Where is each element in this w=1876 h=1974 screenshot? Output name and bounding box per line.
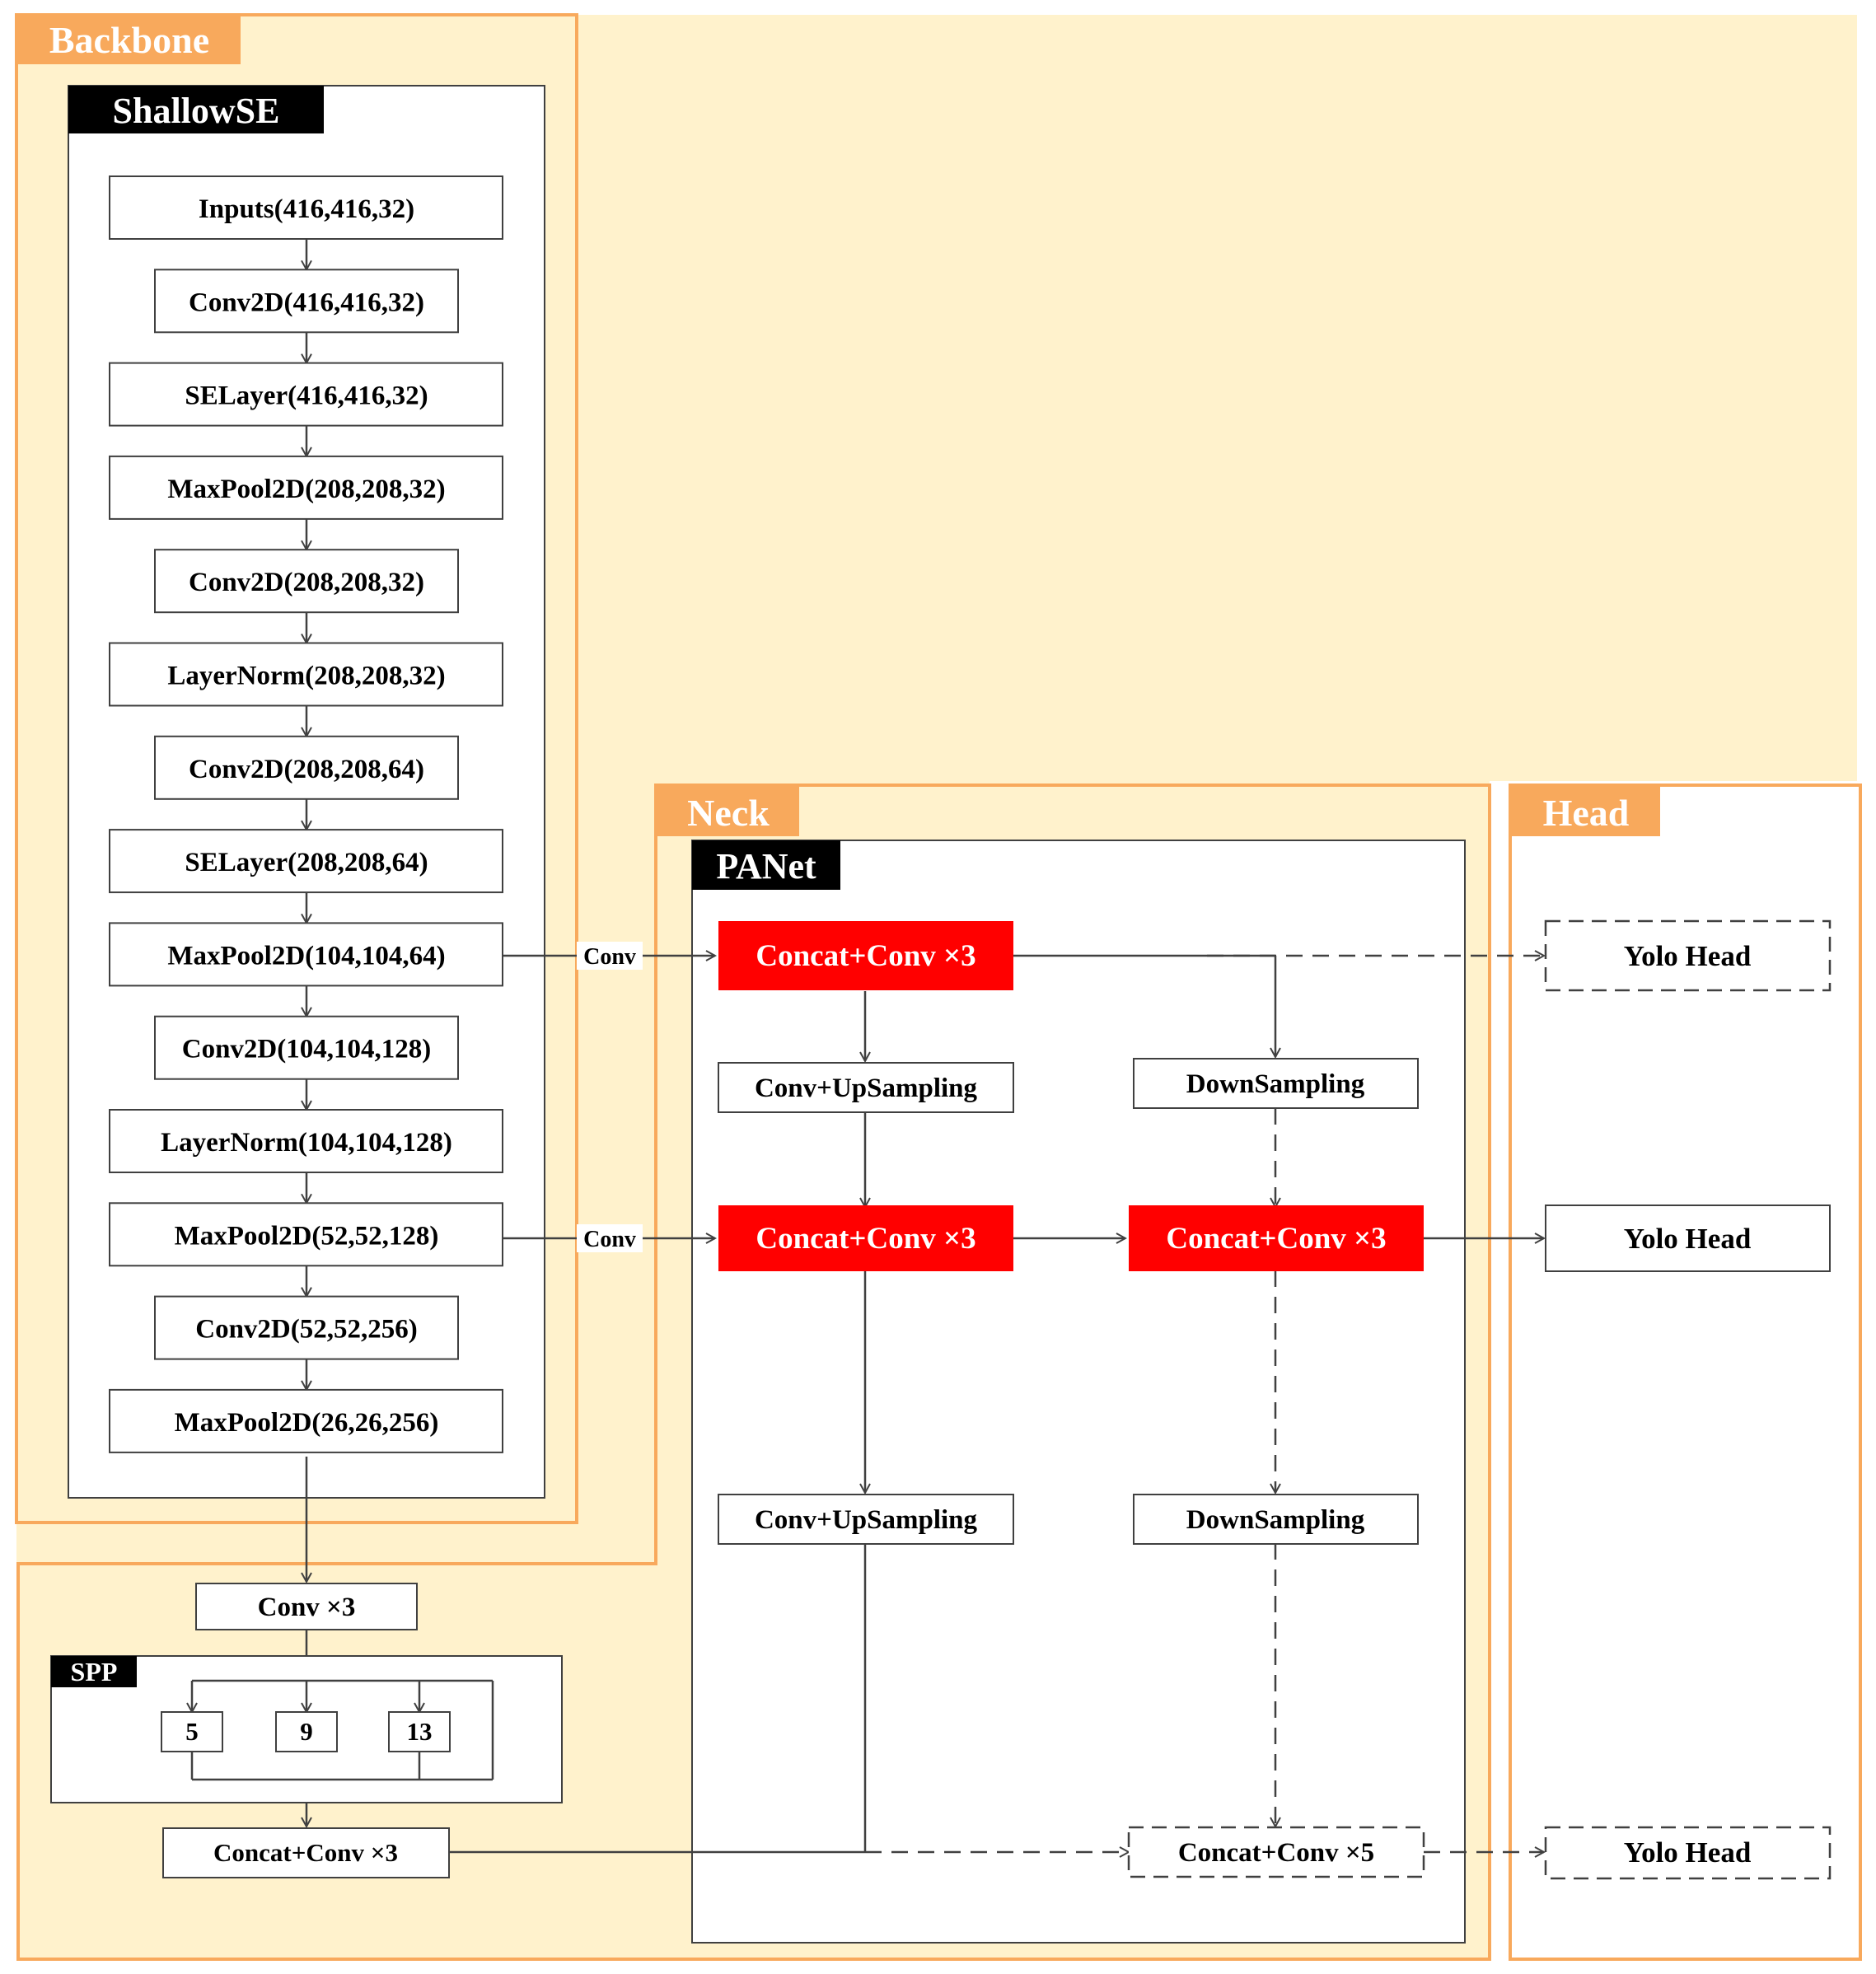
shallowse-layer-label: MaxPool2D(26,26,256) [175,1408,439,1438]
shallowse-layer: Conv2D(52,52,256) [154,1295,459,1360]
shallowse-layer: Conv2D(208,208,64) [154,735,459,800]
shallowse-layer-label: Conv2D(208,208,64) [189,755,424,784]
head-tag: Head [1512,787,1660,836]
concat-conv3-node: Concat+Conv ×3 [162,1827,450,1878]
panet-concat-top: Concat+Conv ×3 [718,921,1013,990]
lower-backbone-border [16,784,1491,1961]
panet-downsample-2-label: DownSampling [1186,1505,1365,1535]
shallowse-layer: Conv2D(104,104,128) [154,1015,459,1080]
neck-label: Neck [687,792,770,834]
panet-concat-bottom: Concat+Conv ×5 [1127,1826,1425,1878]
conv-label-mid: Conv [583,1227,636,1252]
yolo-head-2: Yolo Head [1545,1205,1831,1272]
panet-title: PANet [716,846,816,886]
shallowse-layer-label: LayerNorm(104,104,128) [161,1128,452,1158]
panet-downsample-1: DownSampling [1133,1058,1419,1109]
shallowse-layer-label: MaxPool2D(104,104,64) [167,941,445,971]
conv3-label: Conv ×3 [258,1593,356,1622]
spp-kernel-9: 9 [275,1711,338,1752]
spp-block: SPP 5 9 13 [50,1655,563,1803]
panet-upsample-1: Conv+UpSampling [718,1062,1014,1113]
panet-upsample-2-label: Conv+UpSampling [755,1505,978,1535]
shallowse-layer-label: Conv2D(208,208,32) [189,568,424,597]
panet-upsample-2: Conv+UpSampling [718,1494,1014,1545]
shallowse-layer-box [154,735,459,800]
neck-tag: Neck [657,787,799,836]
spp-kernel-5: 5 [161,1711,223,1752]
conv-label-mid-group: Conv [577,1224,643,1252]
panet-concat-top-label: Concat+Conv ×3 [756,939,975,973]
spp-title: SPP [71,1657,118,1686]
shallowse-layer-box [109,922,503,987]
shallowse-layer: Inputs(416,416,32) [109,175,503,240]
shallowse-layer-label: SELayer(416,416,32) [185,381,428,411]
shallowse-layer-box [109,455,503,520]
panet-panel: PANet [691,840,1466,1944]
shallowse-layer-box [109,642,503,707]
shallowse-layer: MaxPool2D(26,26,256) [109,1388,503,1453]
shallowse-layer-box [109,829,503,894]
connectors [306,956,1544,1854]
head-label: Head [1543,792,1630,834]
shallowse-title: ShallowSE [113,91,280,131]
shallowse-layer-box [154,269,459,334]
panet-downsample-1-label: DownSampling [1186,1069,1365,1099]
yolo-head-1-label: Yolo Head [1624,940,1752,972]
shallowse-layer-label: MaxPool2D(208,208,32) [167,475,445,504]
panet-concat-mid-right-label: Concat+Conv ×3 [1166,1222,1386,1256]
conv3-node: Conv ×3 [195,1583,418,1630]
dashed-connectors [865,956,1544,1852]
backbone-tag: Backbone [18,16,241,64]
shallowse-layer: MaxPool2D(104,104,64) [109,922,503,987]
shallowse-layer: LayerNorm(208,208,32) [109,642,503,707]
panet-concat-mid-left: Concat+Conv ×3 [718,1205,1013,1271]
spp-kernel-9-label: 9 [300,1717,313,1746]
shallowse-layer: MaxPool2D(52,52,128) [109,1202,503,1267]
panet-concat-mid-right: Concat+Conv ×3 [1129,1205,1424,1271]
yolo-head-2-label: Yolo Head [1624,1223,1752,1255]
conv-label-top: Conv [583,944,636,970]
yolo-head-3-label: Yolo Head [1624,1836,1752,1869]
shallowse-layer-label: SELayer(208,208,64) [185,848,428,877]
shallowse-layer: SELayer(416,416,32) [109,362,503,427]
shallowse-layers: Inputs(416,416,32) Conv2D(416,416,32) SELa… [109,175,503,1453]
backbone-label: Backbone [49,19,209,61]
shallowse-layer-label: LayerNorm(208,208,32) [167,662,445,691]
shallowse-layer: LayerNorm(104,104,128) [109,1109,503,1173]
panet-upsample-1-label: Conv+UpSampling [755,1074,978,1103]
shallowse-layer-label: Inputs(416,416,32) [199,194,414,224]
shallowse-layer-box [154,1015,459,1080]
concat-conv3-label: Concat+Conv ×3 [213,1838,398,1867]
head-border [1509,784,1862,1961]
shallowse-layer: Conv2D(416,416,32) [154,269,459,334]
shallowse-layer-label: Conv2D(52,52,256) [195,1315,418,1345]
shallowse-layer-box [109,175,503,240]
shallowse-layer: Conv2D(208,208,32) [154,549,459,614]
panet-concat-mid-left-label: Concat+Conv ×3 [756,1222,975,1256]
shallowse-layer: MaxPool2D(208,208,32) [109,455,503,520]
shallowse-layer-box [109,362,503,427]
shallowse-layer-box [109,1388,503,1453]
yolo-head-1: Yolo Head [1544,919,1832,992]
yolo-head-3: Yolo Head [1544,1826,1832,1880]
spp-kernel-13-label: 13 [407,1717,433,1746]
panet-downsample-2: DownSampling [1133,1494,1419,1545]
spp-kernel-13: 13 [388,1711,451,1752]
backbone-border [15,13,578,1524]
panet-concat-bottom-label: Concat+Conv ×5 [1178,1838,1374,1868]
shallowse-layer-label: Conv2D(104,104,128) [182,1035,432,1064]
shallowse-layer-label: Conv2D(416,416,32) [189,288,424,317]
spp-kernel-5-label: 5 [185,1717,199,1746]
shallowse-layer-box [109,1109,503,1173]
shallowse-layer: SELayer(208,208,64) [109,829,503,894]
shallowse-layer-label: MaxPool2D(52,52,128) [175,1221,439,1251]
conv-label-top-group: Conv [577,942,643,970]
